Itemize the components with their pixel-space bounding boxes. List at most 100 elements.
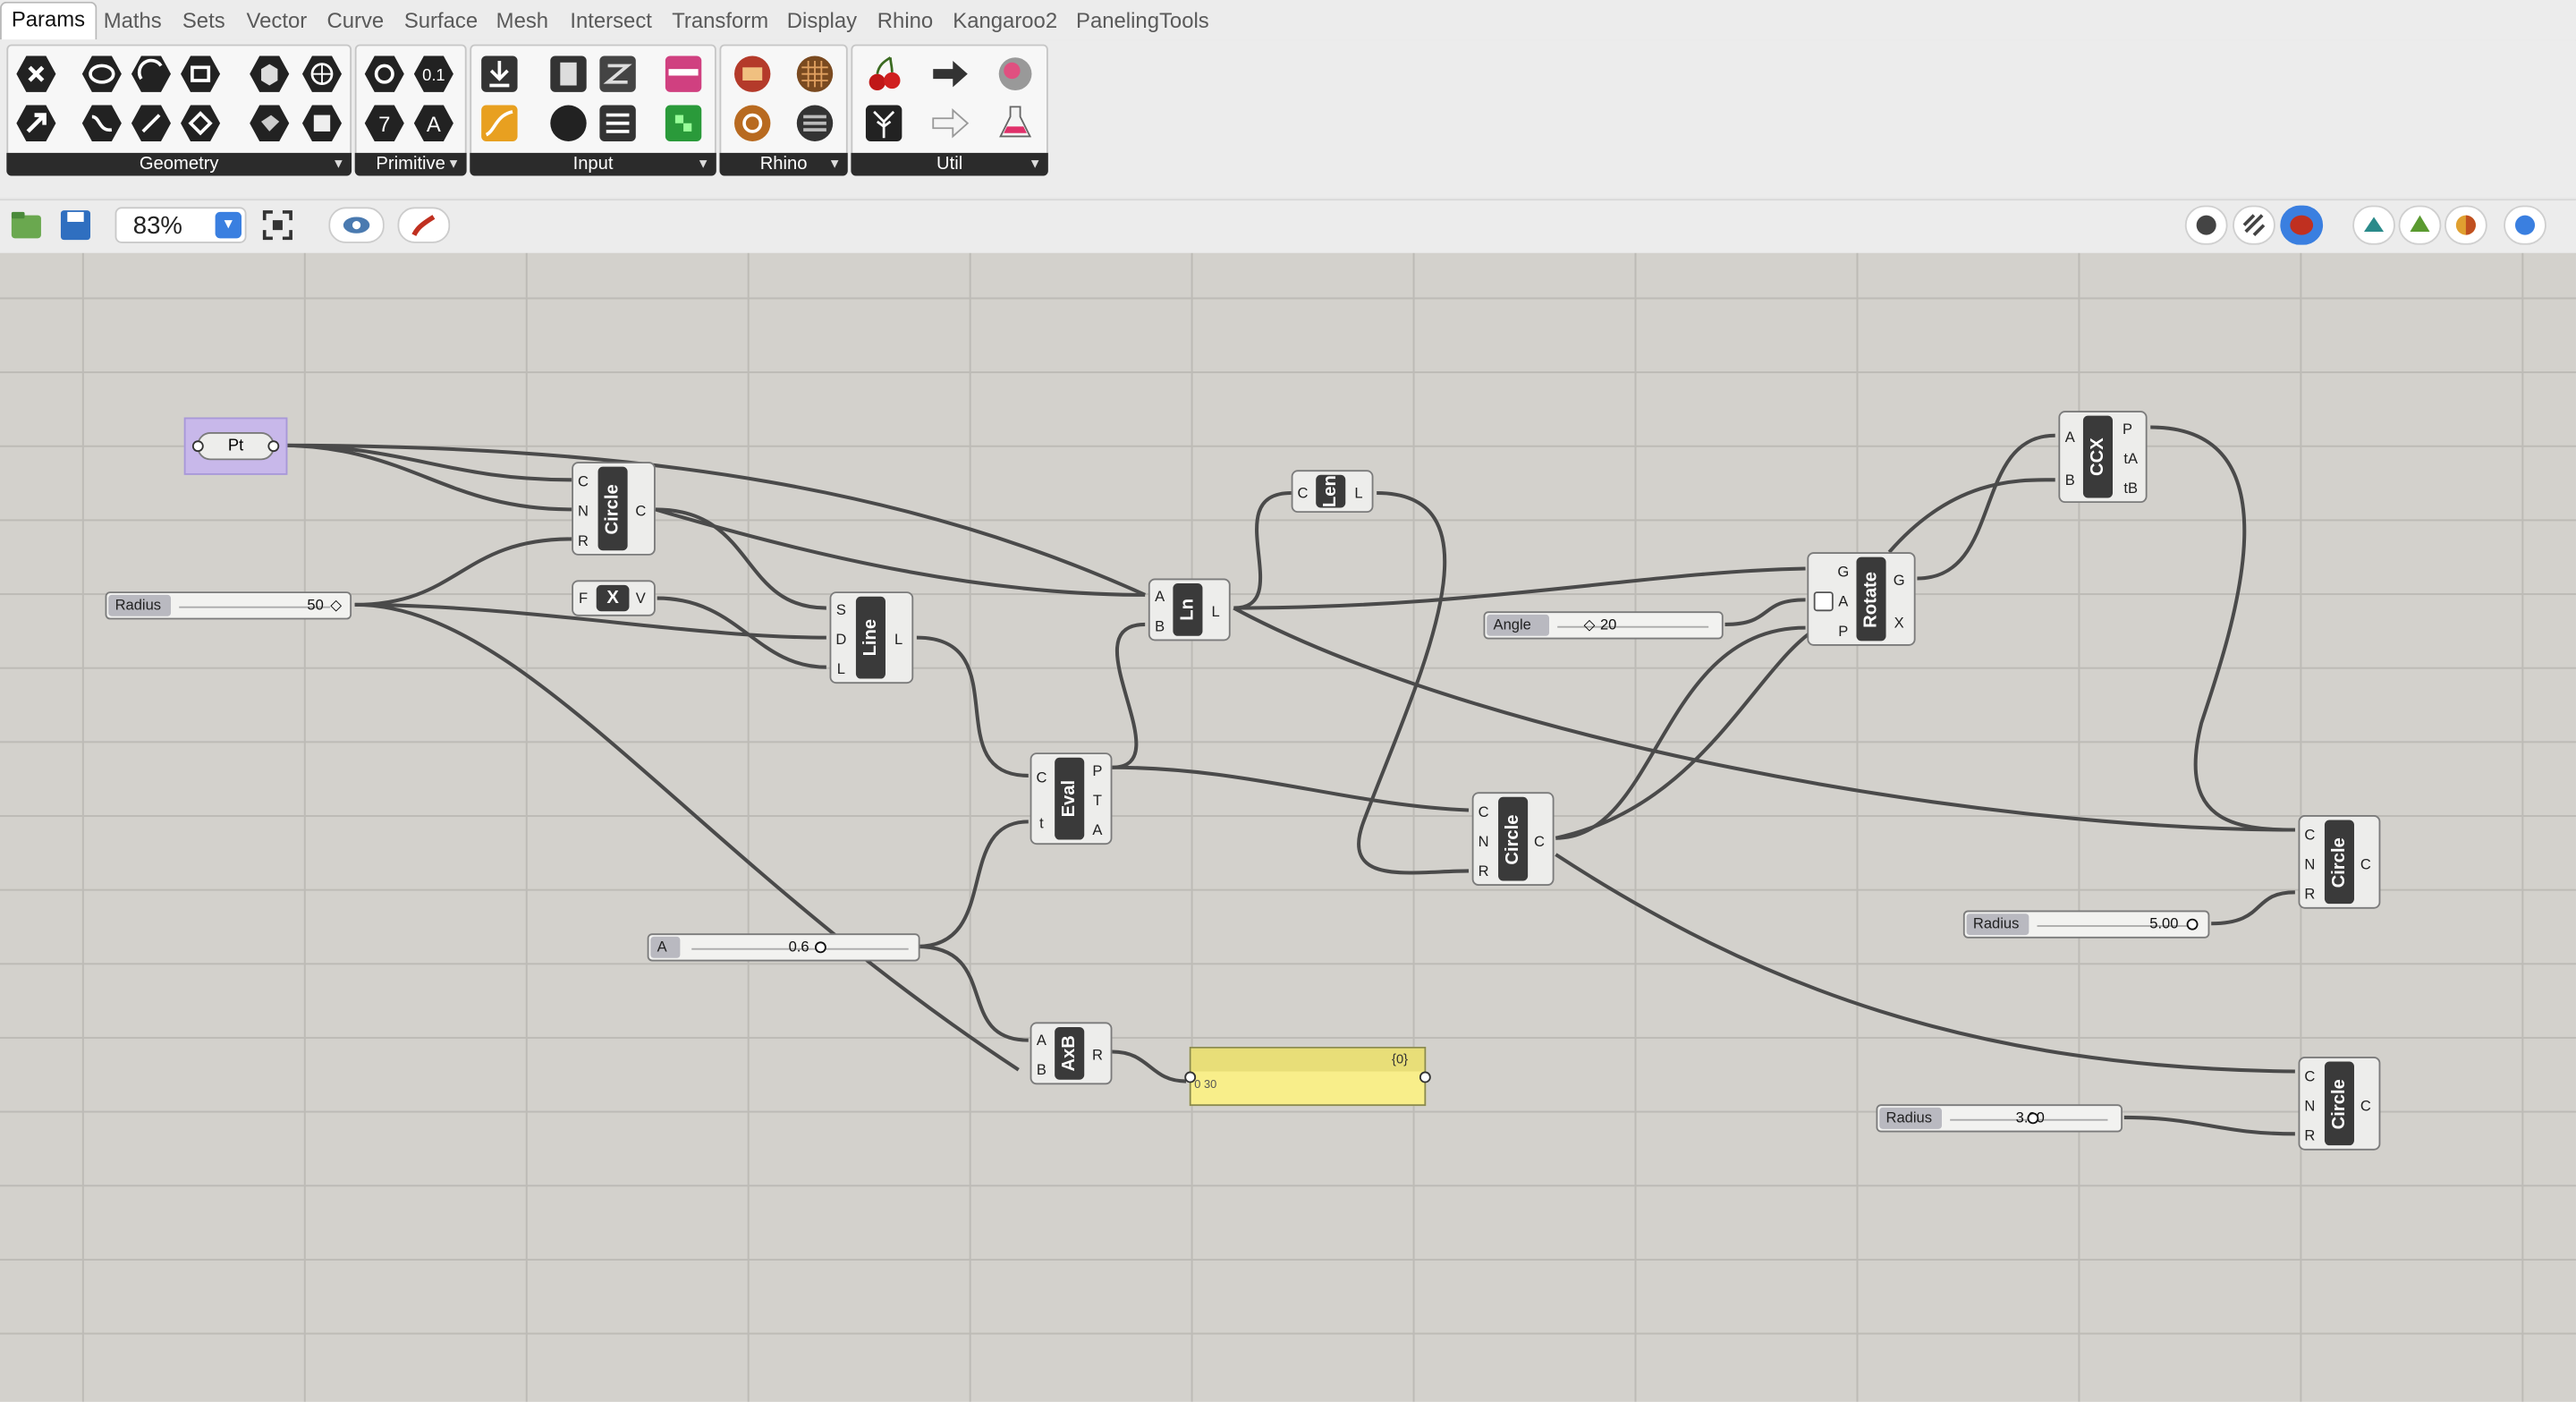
tab-transform[interactable]: Transform bbox=[672, 8, 769, 33]
output-c[interactable]: C bbox=[2360, 855, 2371, 873]
slider-grip[interactable] bbox=[815, 941, 826, 954]
input-g[interactable]: G bbox=[1837, 563, 1850, 581]
radius-slider-2[interactable]: Radius 5.00 bbox=[1962, 910, 2210, 939]
input-b[interactable]: B bbox=[1036, 1061, 1046, 1078]
output-p[interactable]: P bbox=[1092, 762, 1103, 779]
circle-component-3[interactable]: C N R Circle C bbox=[2298, 815, 2381, 909]
output-grip[interactable] bbox=[267, 440, 280, 453]
panel-component[interactable]: {0} 0 30 bbox=[1184, 1046, 1431, 1107]
mesh-param-icon[interactable] bbox=[301, 53, 343, 96]
preview-wireframe-button[interactable] bbox=[2233, 205, 2275, 245]
input-c[interactable]: C bbox=[2304, 1067, 2316, 1085]
preview-shaded-button[interactable] bbox=[2280, 205, 2324, 245]
tab-rhino[interactable]: Rhino bbox=[877, 8, 934, 33]
multiplication-component[interactable]: A B AxB R bbox=[1030, 1022, 1113, 1085]
curve-param-icon[interactable] bbox=[80, 102, 123, 145]
geometry-remove-icon[interactable] bbox=[15, 53, 58, 96]
zoom-extents-icon[interactable] bbox=[259, 207, 295, 242]
line-param-icon[interactable] bbox=[130, 102, 173, 145]
save-file-icon[interactable] bbox=[57, 207, 93, 242]
surface-param-icon[interactable] bbox=[248, 102, 291, 145]
zoom-dropdown[interactable]: 83%▾ bbox=[114, 207, 247, 243]
vector-param-icon[interactable] bbox=[15, 102, 58, 145]
evaluate-curve-component[interactable]: C t Eval P T A bbox=[1030, 752, 1113, 845]
input-c[interactable]: C bbox=[578, 472, 589, 490]
input-a[interactable]: A bbox=[2064, 429, 2075, 446]
input-a[interactable]: A bbox=[1036, 1032, 1046, 1049]
radius-slider-3[interactable]: Radius 3.00 bbox=[1876, 1104, 2123, 1133]
input-c[interactable]: C bbox=[1478, 803, 1489, 820]
chevron-down-icon[interactable]: ▼ bbox=[446, 156, 461, 172]
a-slider[interactable]: A 0.6 bbox=[647, 933, 920, 962]
input-t[interactable]: t bbox=[1039, 815, 1044, 832]
output-c[interactable]: C bbox=[1534, 833, 1545, 850]
curve-curve-intersection-component[interactable]: A B CCX P tA tB bbox=[2058, 411, 2148, 504]
slider-grip[interactable] bbox=[2186, 918, 2199, 930]
output-x[interactable]: X bbox=[1894, 614, 1904, 632]
input-grip[interactable] bbox=[1184, 1071, 1197, 1083]
point-param[interactable]: Pt bbox=[191, 432, 280, 461]
preview-mesh-button[interactable] bbox=[2352, 205, 2395, 245]
rhino-object-icon[interactable] bbox=[731, 102, 774, 145]
input-a[interactable]: A bbox=[1838, 593, 1849, 610]
chevron-down-icon[interactable]: ▼ bbox=[1028, 156, 1042, 172]
input-s[interactable]: S bbox=[835, 601, 846, 618]
chevron-down-icon[interactable]: ▼ bbox=[696, 156, 710, 172]
tab-sets[interactable]: Sets bbox=[182, 8, 225, 33]
input-grip[interactable] bbox=[191, 440, 204, 453]
output-v[interactable]: V bbox=[635, 590, 646, 607]
input-n[interactable]: N bbox=[2304, 855, 2316, 873]
input-f[interactable]: F bbox=[578, 590, 589, 607]
md-slider-icon[interactable] bbox=[662, 102, 705, 145]
boolean-param-icon[interactable] bbox=[363, 53, 406, 96]
slider-grip[interactable] bbox=[2027, 1112, 2039, 1125]
canvas-settings-button[interactable] bbox=[2504, 205, 2546, 245]
integer-param-icon[interactable]: 7 bbox=[363, 102, 406, 145]
binary-param-icon[interactable]: 0.1 bbox=[412, 53, 455, 96]
input-r[interactable]: R bbox=[1478, 862, 1489, 879]
box-param-icon[interactable] bbox=[179, 53, 222, 96]
tab-curve[interactable]: Curve bbox=[326, 8, 385, 33]
tab-params[interactable]: Params bbox=[0, 1, 97, 43]
chevron-down-icon[interactable]: ▼ bbox=[332, 156, 345, 172]
angle-slider[interactable]: Angle ◇ 20 bbox=[1483, 611, 1724, 640]
data-tree-icon[interactable] bbox=[862, 102, 905, 145]
input-c[interactable]: C bbox=[1036, 769, 1047, 786]
flask-icon[interactable] bbox=[994, 102, 1037, 145]
import-icon[interactable] bbox=[478, 53, 521, 96]
text-param-icon[interactable]: A bbox=[412, 102, 455, 145]
slider-grip-icon[interactable]: ◇ bbox=[330, 596, 343, 614]
tab-maths[interactable]: Maths bbox=[103, 8, 162, 33]
toggle-icon[interactable] bbox=[547, 102, 590, 145]
field-param-icon[interactable] bbox=[301, 102, 343, 145]
tab-panelingtools[interactable]: PanelingTools bbox=[1076, 8, 1209, 33]
line-component[interactable]: A B Ln L bbox=[1148, 578, 1231, 642]
preview-eye-icon[interactable] bbox=[328, 207, 385, 243]
line-sdl-component[interactable]: S D L Line L bbox=[829, 591, 914, 684]
tab-mesh[interactable]: Mesh bbox=[496, 8, 549, 33]
bake-icon[interactable] bbox=[731, 53, 774, 96]
tab-display[interactable]: Display bbox=[786, 8, 858, 33]
button-icon[interactable] bbox=[547, 53, 590, 96]
output-p[interactable]: P bbox=[2122, 421, 2133, 438]
circle-param-icon[interactable] bbox=[80, 53, 123, 96]
output-t[interactable]: T bbox=[1092, 792, 1102, 809]
output-l[interactable]: L bbox=[894, 631, 903, 648]
value-list-icon[interactable] bbox=[597, 102, 640, 145]
input-n[interactable]: N bbox=[578, 503, 589, 520]
input-r[interactable]: R bbox=[2304, 1126, 2316, 1144]
input-p[interactable]: P bbox=[1838, 623, 1849, 640]
output-r[interactable]: R bbox=[1091, 1046, 1103, 1064]
output-ta[interactable]: tA bbox=[2123, 450, 2139, 467]
input-a[interactable]: A bbox=[1155, 588, 1165, 605]
sketch-pen-icon[interactable] bbox=[397, 207, 451, 243]
preview-off-button[interactable] bbox=[2184, 205, 2228, 245]
circle-component-1[interactable]: C N R Circle C bbox=[572, 462, 656, 556]
brep-param-icon[interactable] bbox=[248, 53, 291, 96]
expression-component[interactable]: F X V bbox=[572, 580, 656, 616]
document-preview-button[interactable] bbox=[2445, 205, 2487, 245]
circular-arc-param-icon[interactable] bbox=[130, 53, 173, 96]
input-c[interactable]: C bbox=[2304, 826, 2316, 844]
relay-arrow-icon[interactable] bbox=[928, 53, 971, 96]
output-c[interactable]: C bbox=[635, 503, 647, 520]
